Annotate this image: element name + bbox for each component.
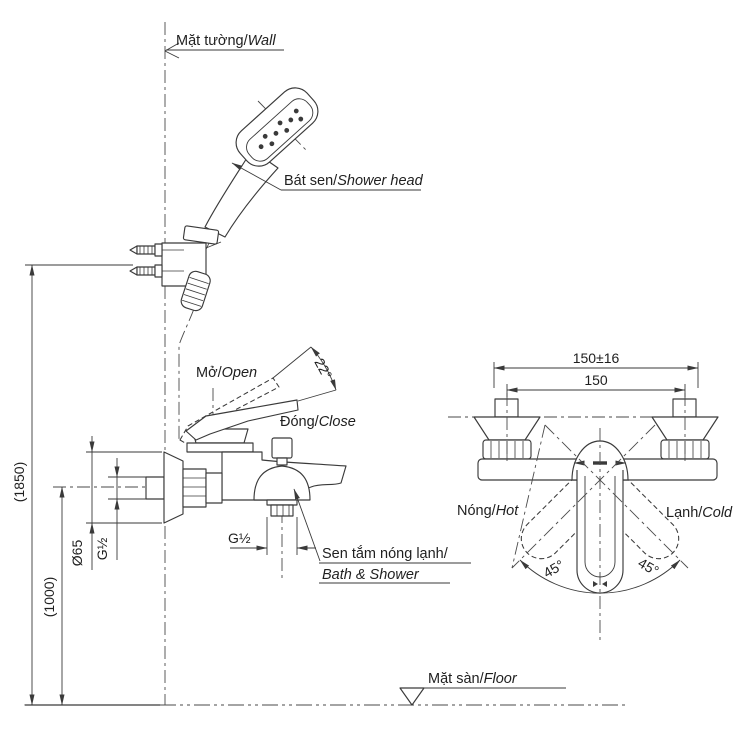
dimension-1000: (1000)	[41, 486, 65, 706]
open-angle-value: 22°	[311, 356, 335, 382]
faucet-front-view: 45° 45° Nóng/Hot Lạnh/Cold 150±16 150	[448, 350, 733, 640]
handle-connector	[182, 225, 220, 245]
wall-escutcheon	[163, 451, 184, 524]
outlet-thread-value: G½	[228, 530, 251, 546]
angle-dimension-22: 22°	[272, 346, 337, 402]
swing-left-value: 45°	[540, 556, 566, 580]
swing-axis-left	[511, 424, 546, 569]
dimension-o65: Ø65	[69, 436, 162, 570]
label-floor: Mặt sàn/Floor	[428, 671, 518, 687]
hose-connector	[180, 270, 211, 312]
svg-text:Mặt tường/Wall: Mặt tường/Wall	[176, 33, 276, 49]
label-cold: Lạnh/Cold	[666, 505, 733, 521]
floor-marker	[399, 687, 425, 706]
lever-tip-mark-left	[593, 581, 598, 587]
spray-nozzles	[258, 108, 304, 150]
swing-axis-down-right	[544, 424, 689, 569]
mounting-screw-bottom	[129, 264, 163, 278]
label-wall: Mặt tường/Wall	[164, 33, 284, 59]
supply-thread-value: G½	[94, 537, 110, 560]
inlet-nipple-left	[494, 398, 519, 418]
lever-tip-mark-right	[602, 581, 607, 587]
lever-open-dashed	[179, 377, 280, 448]
floor: Mặt sàn/Floor	[24, 671, 628, 706]
swing-axis-down-left	[511, 424, 656, 569]
swing-right-value: 45°	[635, 554, 661, 578]
shower-head-assembly	[129, 87, 319, 312]
svg-text:Bát sen/Shower head: Bát sen/Shower head	[284, 173, 424, 189]
outlet-thread	[270, 504, 294, 517]
dimension-g12-outlet: G½	[228, 517, 316, 555]
inlet-nipple-right	[672, 398, 697, 418]
lever-closed	[185, 399, 299, 441]
label-close: Đóng/Close	[280, 414, 356, 430]
label-open: Mở/Open	[196, 365, 257, 381]
outlet-flange	[266, 499, 298, 506]
label-hot: Nóng/Hot	[457, 503, 519, 519]
dimension-1850: (1850)	[11, 264, 133, 706]
center-distance-value: 150	[584, 372, 608, 388]
shower-handle	[204, 149, 279, 238]
supply-stub	[145, 476, 165, 500]
dimension-g12-supply: G½	[94, 458, 148, 560]
flange-diameter-value: Ø65	[69, 540, 85, 567]
faucet-side-view	[145, 377, 347, 524]
height-total-value: (1850)	[11, 462, 27, 502]
height-supply-value: (1000)	[41, 577, 57, 617]
center-distance-tol-value: 150±16	[573, 350, 620, 366]
shower-head	[235, 87, 319, 167]
diverter-stem	[276, 457, 288, 466]
svg-text:Bath & Shower: Bath & Shower	[322, 567, 420, 583]
label-bath-shower: Sen tắm nóng lạnh/ Bath & Shower	[293, 488, 471, 584]
cartridge-ring	[186, 442, 254, 453]
diverter-knob	[271, 437, 293, 459]
union-collar	[205, 472, 223, 504]
dimension-150: 150	[506, 372, 686, 397]
svg-text:Sen tắm nóng lạnh/: Sen tắm nóng lạnh/	[322, 545, 449, 562]
dimension-150-16: 150±16	[493, 350, 699, 388]
label-shower-head: Bát sen/Shower head	[231, 162, 424, 191]
hex-union	[182, 468, 207, 508]
mounting-screw-top	[129, 243, 163, 257]
